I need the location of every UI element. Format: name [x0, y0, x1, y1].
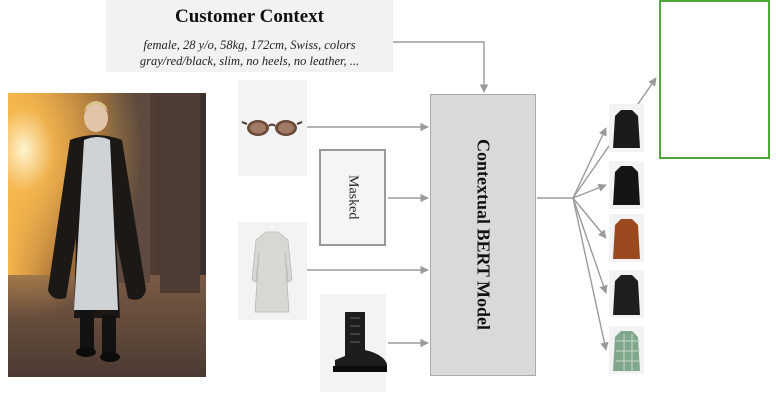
black-coat-icon — [613, 110, 640, 148]
masked-item-frame — [319, 149, 386, 246]
input-arrows — [307, 41, 489, 348]
black-coat-icon — [613, 166, 640, 205]
candidate-item — [609, 214, 644, 262]
customer-context-line-1: female, 28 y/o, 58kg, 172cm, Swiss, colo… — [143, 38, 356, 52]
brown-coat-icon — [613, 219, 640, 259]
arrow-context — [393, 41, 489, 93]
candidate-item — [609, 270, 644, 318]
sunglasses-icon — [241, 120, 303, 136]
customer-context-title: Customer Context — [175, 6, 324, 27]
customer-context-line-2: gray/red/black, slim, no heels, no leath… — [139, 54, 360, 68]
masked-item: Masked — [319, 149, 386, 246]
sunglasses-tile — [238, 80, 307, 176]
candidate-item — [609, 161, 644, 209]
combat-boot-icon — [333, 312, 387, 372]
selected-output-frame — [659, 0, 770, 159]
customer-photo — [8, 93, 206, 377]
dress-tile — [238, 222, 307, 320]
masked-label: Masked — [345, 175, 361, 220]
model-label: Contextual BERT Model — [473, 139, 494, 331]
customer-context-box — [106, 0, 393, 72]
candidate-item — [609, 326, 644, 374]
black-coat-icon — [613, 275, 640, 315]
model-box — [430, 94, 536, 376]
boots-tile — [320, 294, 387, 392]
candidate-list — [609, 104, 644, 374]
knit-dress-icon — [251, 231, 293, 313]
model-label-wrap: Contextual BERT Model — [430, 94, 536, 376]
candidate-item — [609, 104, 644, 152]
